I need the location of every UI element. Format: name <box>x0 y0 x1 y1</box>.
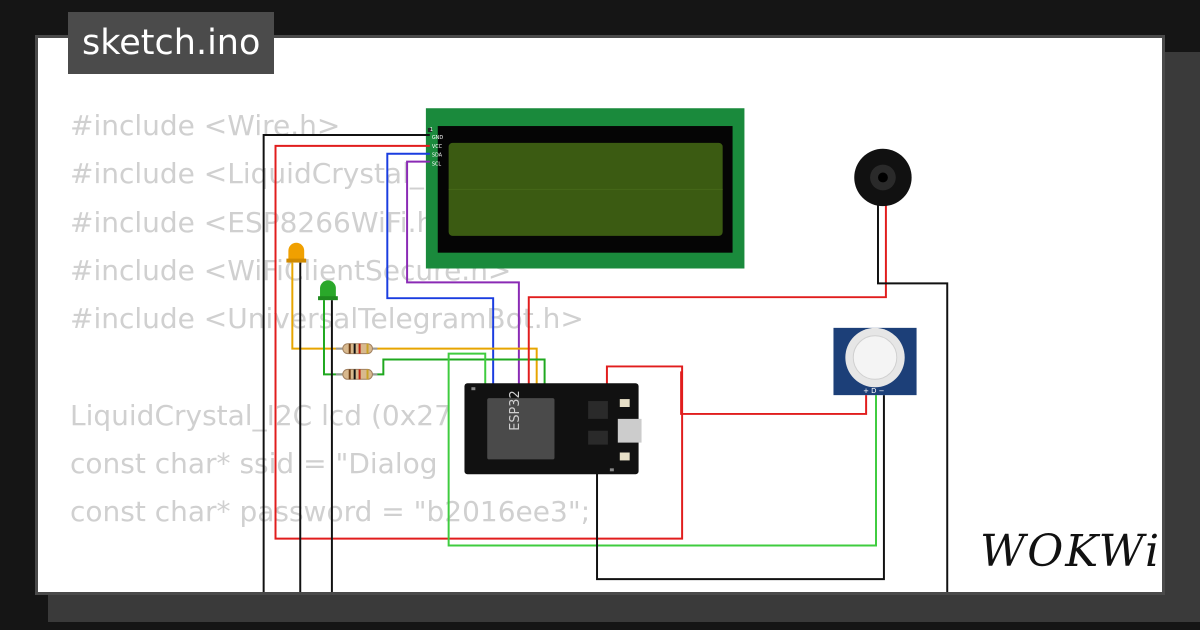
lcd-pin-sda: SDA <box>432 153 443 159</box>
esp32-board-icon: ESP32 <box>464 383 642 475</box>
file-title: sketch.ino <box>68 12 275 74</box>
code-background: #include <Wire.h> #include <LiquidCrysta… <box>70 109 1094 592</box>
lcd-pin-vcc: VCC <box>432 144 443 150</box>
preview-card: #include <Wire.h> #include <LiquidCrysta… <box>35 35 1165 595</box>
pir-pin-labels: + D − <box>863 387 884 395</box>
yellow-led-icon <box>286 242 307 263</box>
lcd-pin-1: 1 <box>430 127 433 133</box>
buzzer-icon <box>854 148 912 207</box>
resistor-icon <box>335 343 378 355</box>
lcd-pin-gnd: GND <box>432 135 444 141</box>
esp32-label: ESP32 <box>508 390 523 430</box>
resistor-icon <box>335 368 378 380</box>
circuit-diagram: 1 GND VCC SDA SCL <box>262 108 949 592</box>
lcd-pin-scl: SCL <box>432 162 442 168</box>
lcd-display-icon: 1 GND VCC SDA SCL <box>425 108 745 269</box>
green-led-icon <box>318 280 338 301</box>
wokwi-logo: WOKWi <box>980 526 1162 577</box>
pir-sensor-icon: + D − <box>833 327 917 395</box>
